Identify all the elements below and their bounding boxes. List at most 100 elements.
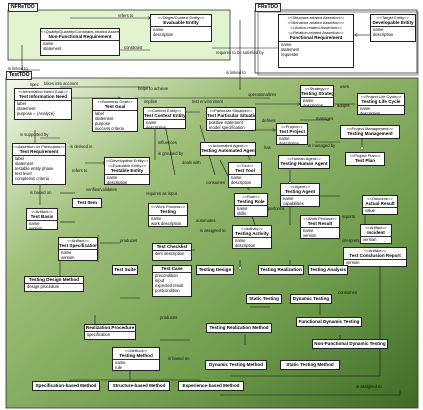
stereotype: <<Context Entity>>	[147, 108, 182, 113]
developable-entity-box: <<Target Entity>> Developable Entity nam…	[370, 14, 416, 42]
attribute: name	[115, 360, 126, 365]
attribute: purpose = {Analyze}	[17, 111, 55, 116]
attribute: name	[360, 106, 371, 111]
specification-based-method-box: Specification-based Method	[32, 381, 100, 391]
class-name: Testing Design Method	[25, 277, 83, 284]
testing-method-box: <<Method>> Testing Method name rule	[112, 347, 160, 371]
relation-label: verifies/validates	[86, 187, 117, 192]
attribute: description	[303, 103, 324, 107]
attribute: description	[231, 180, 252, 185]
stereotype: <<Artifact>>	[365, 225, 387, 230]
attribute: name	[281, 42, 292, 47]
testing-automated-agent-box: <<Automated Agent>> Testing Automated Ag…	[200, 142, 256, 156]
attribute: version	[303, 233, 317, 238]
relation-label: is assigned to	[200, 228, 226, 233]
testing-box: <<Work Process>> Testing name work descr…	[148, 203, 188, 227]
test-result-box: <<Work Product>> Test Result name versio…	[300, 215, 340, 239]
class-name: Functional Requirement	[279, 35, 353, 42]
stereotype: <<Developable Entity>>	[105, 158, 149, 163]
class-name: Test Basis	[27, 214, 57, 221]
attribute: version	[363, 237, 377, 242]
experience-based-method-box: Experience-based Method	[178, 381, 244, 391]
test-conclusion-report-box: <<Artifact>> Test Conclusion Report vers…	[343, 247, 407, 267]
test-particular-situation-box: <<Particular Situation>> Test Particular…	[206, 107, 256, 131]
stereotype: <<Project Management>>	[346, 126, 394, 131]
relation-label: helps to achieve	[138, 86, 169, 91]
attribute: name	[279, 136, 290, 141]
relation-label: is derived in	[70, 144, 93, 149]
relation-label: spec	[30, 82, 39, 87]
testing-agent-box: <<Agent>> Testing Agent name capabilitie…	[280, 183, 320, 207]
attribute: testable entity phase	[15, 166, 54, 171]
test-goal-box: <<Business Goal>> Test Goal label statem…	[92, 98, 138, 132]
test-information-need-box: <<Information Need Goal>> Test Informati…	[14, 88, 72, 120]
realization-procedure-box: Realization Procedure specification	[84, 324, 136, 340]
attribute: statement	[15, 161, 34, 166]
stereotype: <<Work Product>>	[303, 216, 337, 221]
attribute: name	[151, 216, 162, 221]
test-basis-box: <<Artifact>> Test Basis name version	[26, 208, 58, 230]
attribute: rule	[115, 365, 122, 370]
testing-human-agent-box: <<Human Agent>> Testing Human Agent	[278, 155, 330, 169]
incident-box: <<Artifact>> Incident version	[360, 224, 392, 244]
testing-life-cycle-box: <<Project Life Cycle>> Testing Life Cycl…	[357, 93, 405, 115]
stereotype: <<Activity>>	[240, 226, 263, 231]
relation-label: refers to	[72, 168, 88, 173]
attribute: expected result	[155, 283, 184, 288]
stereotype: <<Particular Situation>>	[209, 108, 253, 113]
attribute: name	[303, 98, 314, 103]
relation-label: produces	[120, 238, 138, 243]
attribute: name	[146, 120, 157, 125]
test-tool-box: <<Tool>> Test Tool name description	[228, 162, 262, 188]
functional-dynamic-testing-box: Functional Dynamic Testing	[296, 317, 362, 327]
testing-strategy-box: <<Strategy>> Testing Strategy name descr…	[300, 85, 334, 107]
class-name: Incident	[361, 230, 391, 237]
class-name: Testing Activity	[233, 231, 271, 238]
actual-result-box: <<Outcome>> Actual Result value	[362, 195, 398, 215]
attribute: completion criteria	[15, 176, 49, 181]
stereotype: <<Artifact>>	[67, 238, 89, 243]
class-name: Test Tool	[229, 168, 261, 175]
stereotype: <<Information Need Goal>>	[18, 89, 68, 94]
stereotype: <<Relation-related Assertion>>	[288, 30, 344, 35]
relation-label: is assigned to	[356, 384, 382, 389]
attribute: specification	[87, 332, 111, 337]
class-name: Testing Human Agent	[280, 161, 328, 166]
class-name: Testing Agent	[281, 189, 319, 196]
stereotype: <<Human Agent>>	[287, 156, 321, 161]
stereotype: <<Strategy>>	[304, 86, 330, 91]
stereotype: <<Artifact>>	[364, 248, 386, 253]
test-specification-box: <<Artifact>> Test Specification name ver…	[58, 237, 98, 261]
attribute: success criteria	[95, 126, 124, 131]
stereotype: <<Automated Agent>>	[207, 143, 249, 148]
relation-label: is based on	[30, 190, 52, 195]
relation-label: deals with	[182, 160, 201, 165]
class-name: Test Checklist	[153, 244, 191, 251]
stereotype: <<Quality/Quantity/Constraint-related As…	[41, 29, 119, 34]
testing-realization-box: Testing Realization	[258, 265, 304, 275]
relation-label: requires as input	[146, 191, 177, 196]
attribute: requester	[281, 52, 299, 57]
class-name: Testing	[149, 209, 187, 216]
relation-label: takes into account	[44, 81, 78, 86]
attribute: name	[373, 27, 384, 32]
class-name: Test Case	[153, 266, 191, 273]
relation-label: implies	[144, 99, 158, 104]
functional-requirement-box: <<Structure-related Assertion>> <<Behavi…	[278, 14, 354, 68]
relation-label: adopts	[337, 103, 350, 108]
stereotype: <<Project Life Cycle>>	[360, 94, 402, 99]
class-name: Test Information Need	[15, 94, 71, 101]
class-name: Non-Functional Requirement	[41, 34, 119, 41]
relation-label: constraint	[124, 45, 143, 50]
stereotype: <<Business Goal>>	[97, 99, 133, 104]
relation-label: influences	[158, 140, 177, 145]
relation-label: uses	[340, 84, 349, 89]
testing-role-box: <<Role>> Testing Role name skills	[234, 193, 268, 217]
stereotype: <<Project>>	[281, 124, 303, 129]
class-name: Test Result	[301, 221, 339, 228]
stereotype: <<Behavior-related Assertion>>	[287, 20, 345, 25]
class-name: Testing Management	[347, 131, 393, 136]
test-case-box: Test Case precondition input expected re…	[152, 265, 192, 297]
attribute: postcondition	[155, 288, 180, 293]
attribute: input	[155, 278, 165, 283]
